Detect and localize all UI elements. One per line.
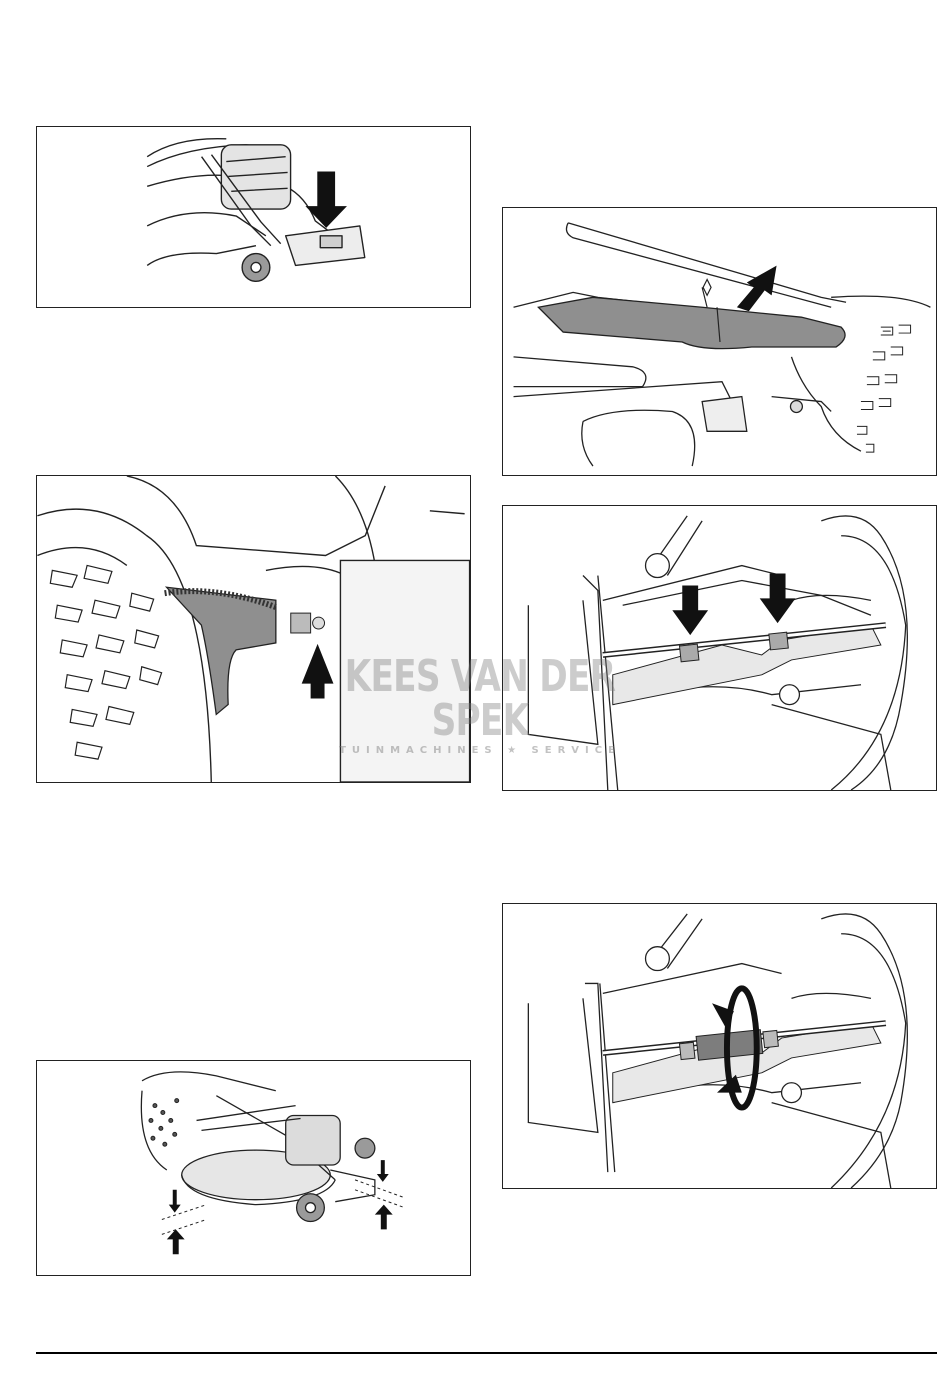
arrow-up-icon <box>302 644 334 699</box>
figure-deck-bracket <box>36 475 471 783</box>
lift-link-illustration <box>503 208 936 475</box>
figure-lift-link <box>502 207 937 476</box>
tread-pattern <box>857 325 911 452</box>
figure-deck-height <box>36 1060 471 1276</box>
arrow-diagonal-icon <box>737 266 777 312</box>
footer-rule <box>36 1352 937 1354</box>
rod-locknuts-illustration <box>503 506 936 790</box>
deck-height-illustration <box>37 1061 470 1275</box>
figure-mower-pedal <box>36 126 471 308</box>
deck-bracket-illustration <box>37 476 470 782</box>
figure-rod-locknuts <box>502 505 937 791</box>
mower-pedal-illustration <box>37 127 470 307</box>
figure-rod-turnbuckle <box>502 903 937 1189</box>
rod-turnbuckle-illustration <box>503 904 936 1188</box>
arrow-down-icon <box>305 172 347 228</box>
